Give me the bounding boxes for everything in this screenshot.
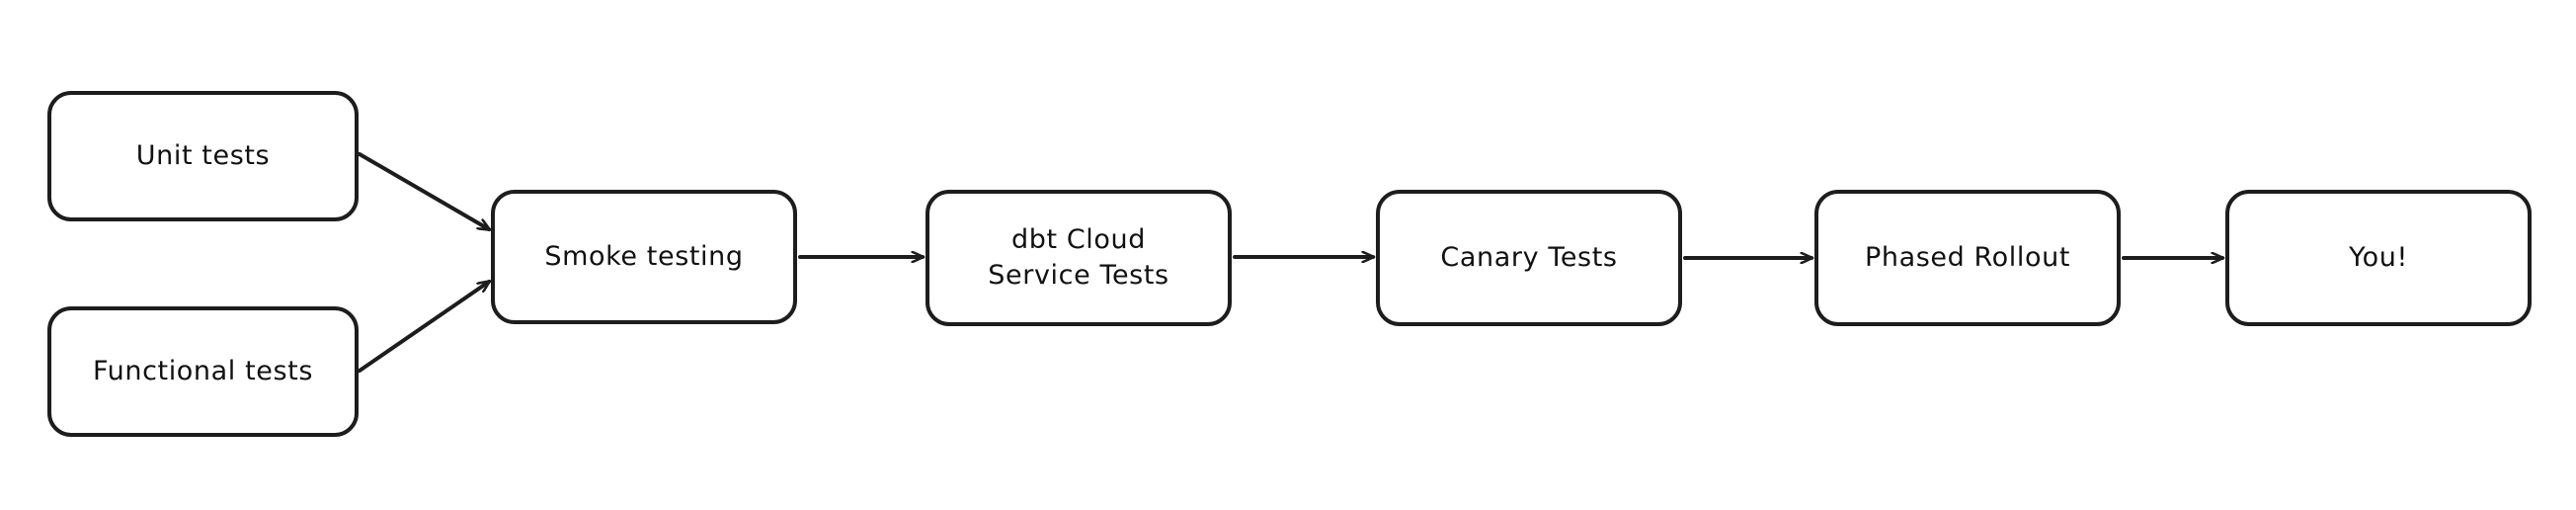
node-label-phased-rollout: Phased Rollout (1864, 242, 2071, 274)
node-label-you: You! (2349, 242, 2408, 274)
node-dbt-cloud-service-tests[interactable]: dbt Cloud Service Tests (926, 190, 1232, 326)
edge-functional-to-smoke (358, 280, 489, 373)
node-label-dbt-cloud-service-tests: dbt Cloud Service Tests (988, 224, 1169, 291)
node-canary-tests[interactable]: Canary Tests (1376, 190, 1682, 326)
node-smoke-testing[interactable]: Smoke testing (491, 190, 797, 324)
node-phased-rollout[interactable]: Phased Rollout (1814, 190, 2121, 326)
node-label-functional-tests: Functional tests (93, 356, 313, 387)
node-functional-tests[interactable]: Functional tests (47, 306, 359, 437)
node-label-canary-tests: Canary Tests (1440, 242, 1618, 274)
node-label-unit-tests: Unit tests (135, 140, 271, 172)
node-label-smoke-testing: Smoke testing (544, 241, 744, 273)
edge-unit-to-smoke (358, 152, 489, 231)
node-unit-tests[interactable]: Unit tests (47, 91, 359, 221)
node-you[interactable]: You! (2225, 190, 2532, 326)
